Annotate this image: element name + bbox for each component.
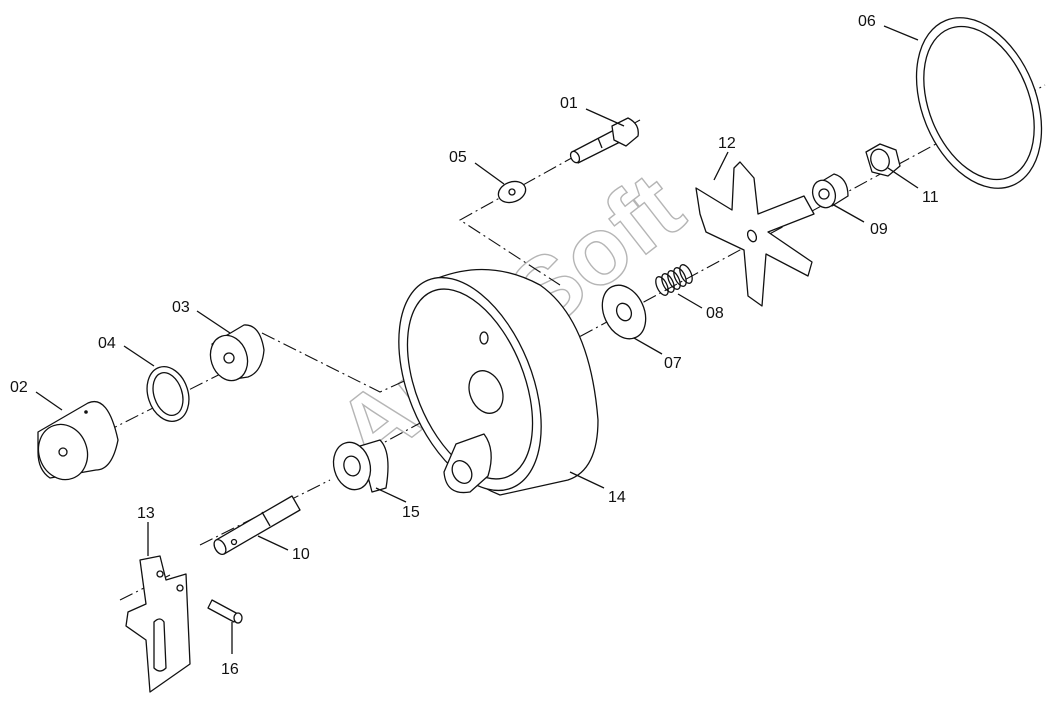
callout-12: 12 [718, 135, 736, 152]
part-15-bushing [332, 439, 389, 493]
part-06-gasket-ring [915, 17, 1043, 189]
callout-09: 09 [870, 221, 888, 238]
callout-10: 10 [292, 546, 310, 563]
part-10-shaft [213, 495, 301, 556]
part-14-brake-drum [398, 268, 599, 496]
callout-06: 06 [858, 13, 876, 30]
leader-lines [35, 25, 919, 654]
callout-08: 08 [706, 305, 724, 322]
callout-16: 16 [221, 661, 239, 678]
callout-13: 13 [137, 505, 155, 522]
callout-07: 07 [664, 355, 682, 372]
part-13-bracket [125, 555, 191, 693]
part-02-end-cap [37, 400, 119, 481]
callout-labels: 01 02 03 04 05 06 07 08 09 10 11 12 13 1… [10, 13, 939, 678]
callout-04: 04 [98, 335, 116, 352]
part-16-pin [207, 599, 243, 624]
part-05-washer [497, 180, 527, 204]
callout-05: 05 [449, 149, 467, 166]
part-04-o-ring [146, 366, 190, 422]
part-03-spacer [209, 324, 265, 382]
callout-03: 03 [172, 299, 190, 316]
callout-01: 01 [560, 95, 578, 112]
callout-15: 15 [402, 504, 420, 521]
callout-02: 02 [10, 379, 28, 396]
callout-11: 11 [922, 189, 939, 206]
part-08-spring [655, 264, 693, 296]
part-11-hex-nut [865, 143, 901, 177]
callout-14: 14 [608, 489, 626, 506]
part-09-sleeve [811, 173, 849, 209]
part-07-washer [601, 284, 647, 340]
part-01-bolt [569, 117, 639, 164]
axis-bolt [458, 119, 641, 286]
part-12-cross-plate [695, 161, 815, 307]
